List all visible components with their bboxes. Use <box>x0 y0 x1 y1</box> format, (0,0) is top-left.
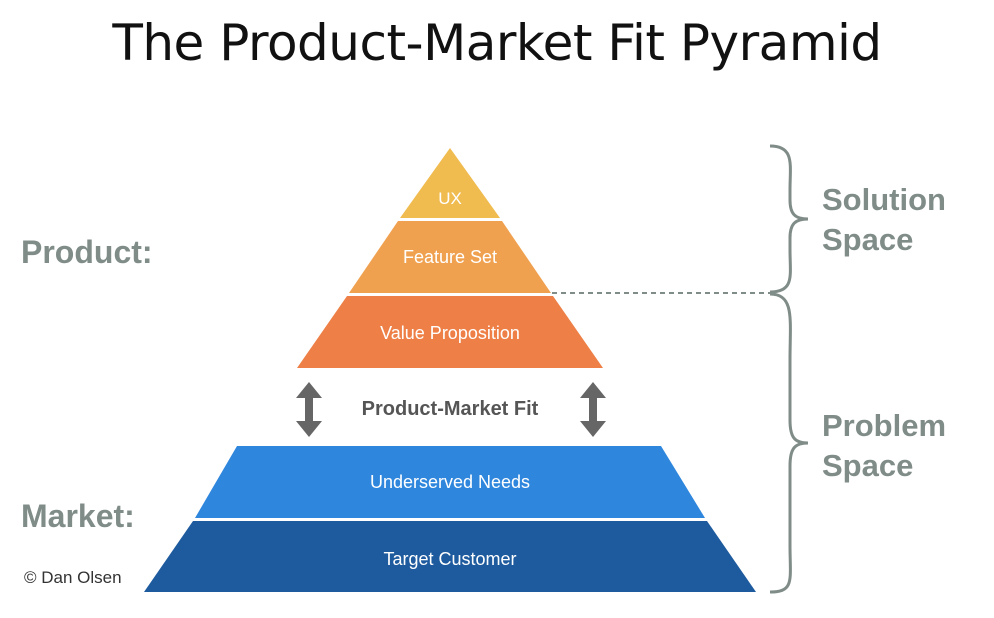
product-label: Product: <box>21 234 153 270</box>
layer-target-customer <box>144 521 756 592</box>
right-double-arrow-icon <box>580 382 606 437</box>
solution-space-brace <box>769 144 809 294</box>
layer-label-ux: UX <box>438 189 462 208</box>
layer-label-target-customer: Target Customer <box>383 549 516 569</box>
solution-space-line-1: Solution <box>822 182 946 217</box>
layer-feature-set <box>349 221 551 293</box>
layer-label-feature-set: Feature Set <box>403 247 497 267</box>
layer-underserved-needs <box>195 446 705 518</box>
layer-ux <box>400 148 500 218</box>
layer-value-proposition <box>297 296 603 368</box>
solution-space-line-2: Space <box>822 222 914 257</box>
layer-label-underserved-needs: Underserved Needs <box>370 472 530 492</box>
layer-label-value-proposition: Value Proposition <box>380 323 520 343</box>
solution-space-label: Solution Space <box>822 180 946 260</box>
page-title: The Product-Market Fit Pyramid <box>112 14 882 72</box>
product-market-fit-label: Product-Market Fit <box>362 398 539 420</box>
problem-space-line-1: Problem <box>822 408 947 443</box>
problem-space-brace <box>769 292 809 594</box>
copyright-text: © Dan Olsen <box>24 568 122 587</box>
problem-space-line-2: Space <box>822 448 914 483</box>
left-double-arrow-icon <box>296 382 322 437</box>
market-label: Market: <box>21 498 135 534</box>
problem-space-label: Problem Space <box>822 406 946 486</box>
